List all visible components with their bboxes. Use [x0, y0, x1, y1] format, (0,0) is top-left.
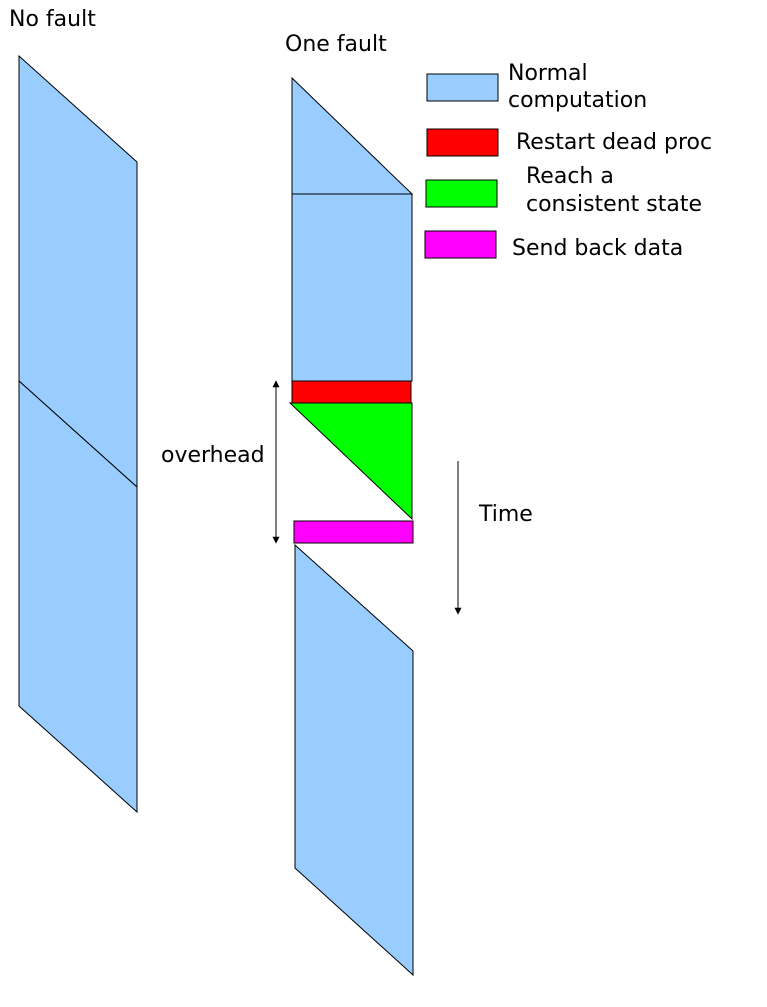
legend-label-normal-line1: Normal — [508, 61, 588, 86]
legend-label-reach-line2: consistent state — [526, 192, 702, 217]
legend-swatch-restart — [426, 128, 499, 157]
time-label: Time — [478, 502, 533, 527]
legend-swatch-send — [424, 230, 497, 259]
no-fault-normal-block-bottom — [18, 379, 138, 814]
legend-swatch-normal — [426, 73, 499, 102]
restart-dead-proc-bar — [291, 380, 412, 404]
legend-label-normal-line2: computation — [508, 88, 647, 113]
legend-swatch-reach — [425, 179, 498, 208]
one-fault-column — [288, 76, 414, 977]
one-fault-normal-block — [291, 193, 413, 382]
legend-label-send: Send back data — [512, 236, 683, 261]
legend: Normal computation Restart dead proc Rea… — [424, 61, 712, 261]
no-fault-title: No fault — [9, 7, 96, 32]
no-fault-column — [18, 54, 138, 814]
legend-label-reach-line1: Reach a — [526, 164, 614, 189]
one-fault-resumed-normal-block — [294, 543, 414, 977]
one-fault-normal-triangle — [291, 76, 414, 195]
send-back-data-bar — [293, 520, 414, 544]
legend-label-restart: Restart dead proc — [516, 130, 712, 155]
one-fault-title: One fault — [285, 32, 387, 57]
overhead-label: overhead — [161, 443, 265, 468]
reach-consistent-state-triangle — [288, 402, 413, 521]
